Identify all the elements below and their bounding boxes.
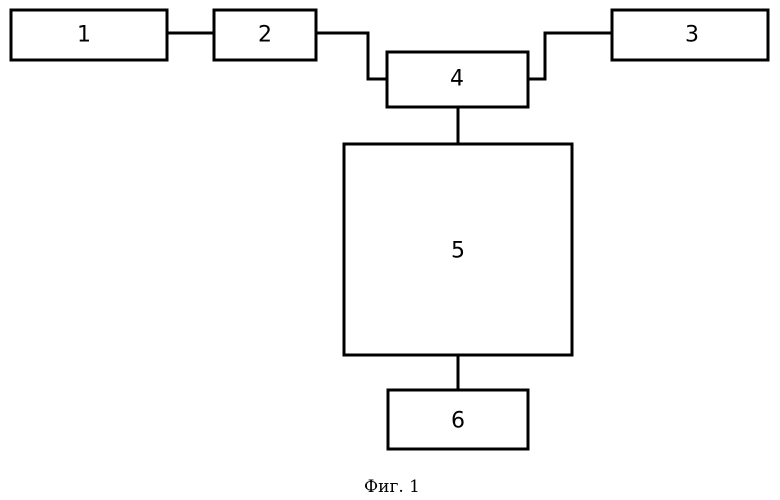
block-2: 2 — [214, 10, 316, 60]
block-6-label: 6 — [451, 409, 465, 434]
block-2-label: 2 — [258, 23, 272, 48]
block-4: 4 — [387, 52, 528, 107]
block-5: 5 — [344, 144, 572, 355]
block-1-label: 1 — [77, 23, 91, 48]
block-3-label: 3 — [685, 23, 699, 48]
block-4-label: 4 — [450, 67, 464, 92]
block-3: 3 — [612, 10, 768, 60]
figure-caption: Фиг. 1 — [364, 477, 420, 497]
connector-2-4 — [316, 33, 387, 79]
block-1: 1 — [11, 10, 167, 60]
connector-3-4 — [528, 33, 612, 79]
block-6: 6 — [388, 390, 528, 449]
block-5-label: 5 — [451, 239, 465, 264]
